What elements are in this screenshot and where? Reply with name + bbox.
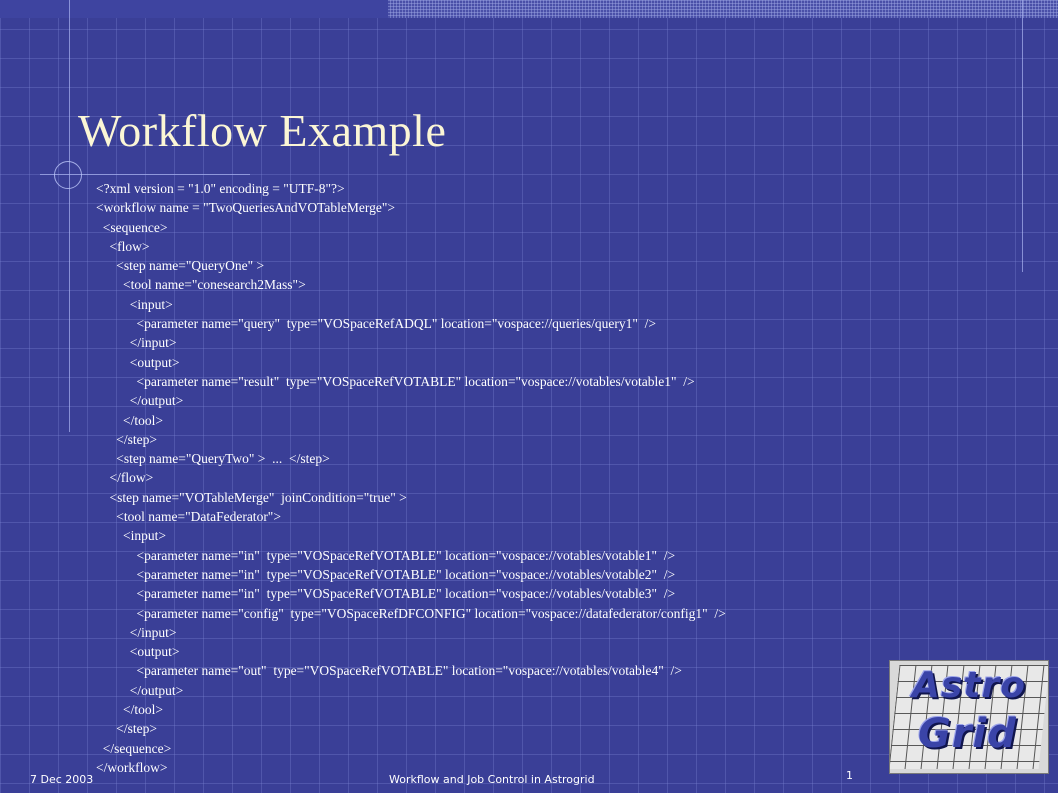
code-line: <flow> — [96, 238, 150, 254]
code-line: <step name="QueryOne" > — [96, 258, 265, 274]
code-line: <tool name="DataFederator"> — [96, 509, 281, 525]
xml-code-block: <?xml version = "1.0" encoding = "UTF-8"… — [96, 179, 726, 777]
slide-title: Workflow Example — [78, 105, 447, 156]
code-line: <output> — [96, 354, 180, 370]
code-line: <step name="VOTableMerge" joinCondition=… — [96, 489, 407, 505]
code-line: </workflow> — [96, 759, 168, 775]
footer-date: 7 Dec 2003 — [30, 773, 94, 786]
code-line: </output> — [96, 682, 184, 698]
code-line: <input> — [96, 296, 173, 312]
code-line: <output> — [96, 644, 180, 660]
code-line: <parameter name="query" type="VOSpaceRef… — [96, 316, 656, 332]
title-underline-rule — [40, 174, 250, 175]
code-line: </step> — [96, 431, 157, 447]
code-line: </output> — [96, 393, 184, 409]
footer-title: Workflow and Job Control in Astrogrid — [389, 773, 595, 786]
astrogrid-logo: Astro Grid — [889, 660, 1049, 774]
code-line: </sequence> — [96, 740, 172, 756]
code-line: <parameter name="result" type="VOSpaceRe… — [96, 373, 695, 389]
code-line: <parameter name="in" type="VOSpaceRefVOT… — [96, 547, 676, 563]
code-line: </flow> — [96, 470, 154, 486]
top-band-left — [0, 0, 388, 18]
circle-ornament — [54, 161, 82, 189]
code-line: <sequence> — [96, 219, 168, 235]
code-line: <?xml version = "1.0" encoding = "UTF-8"… — [96, 181, 345, 196]
logo-text-astro: Astro — [912, 665, 1026, 706]
code-line: <parameter name="config" type="VOSpaceRe… — [96, 605, 726, 621]
code-line: </input> — [96, 624, 177, 640]
code-line: <step name="QueryTwo" > ... </step> — [96, 451, 330, 467]
code-line: <input> — [96, 528, 166, 544]
code-line: </input> — [96, 335, 177, 351]
code-line: </tool> — [96, 702, 163, 718]
code-line: <parameter name="in" type="VOSpaceRefVOT… — [96, 586, 676, 602]
code-line: <parameter name="in" type="VOSpaceRefVOT… — [96, 566, 676, 582]
logo-text-grid: Grid — [918, 711, 1017, 757]
code-line: </step> — [96, 721, 157, 737]
right-vertical-rule — [1022, 0, 1023, 272]
left-vertical-rule — [69, 0, 70, 432]
code-line: </tool> — [96, 412, 163, 428]
page-number: 1 — [846, 769, 853, 782]
code-line: <parameter name="out" type="VOSpaceRefVO… — [96, 663, 682, 679]
code-line: <tool name="conesearch2Mass"> — [96, 277, 306, 293]
code-line: <workflow name = "TwoQueriesAndVOTableMe… — [96, 200, 396, 216]
